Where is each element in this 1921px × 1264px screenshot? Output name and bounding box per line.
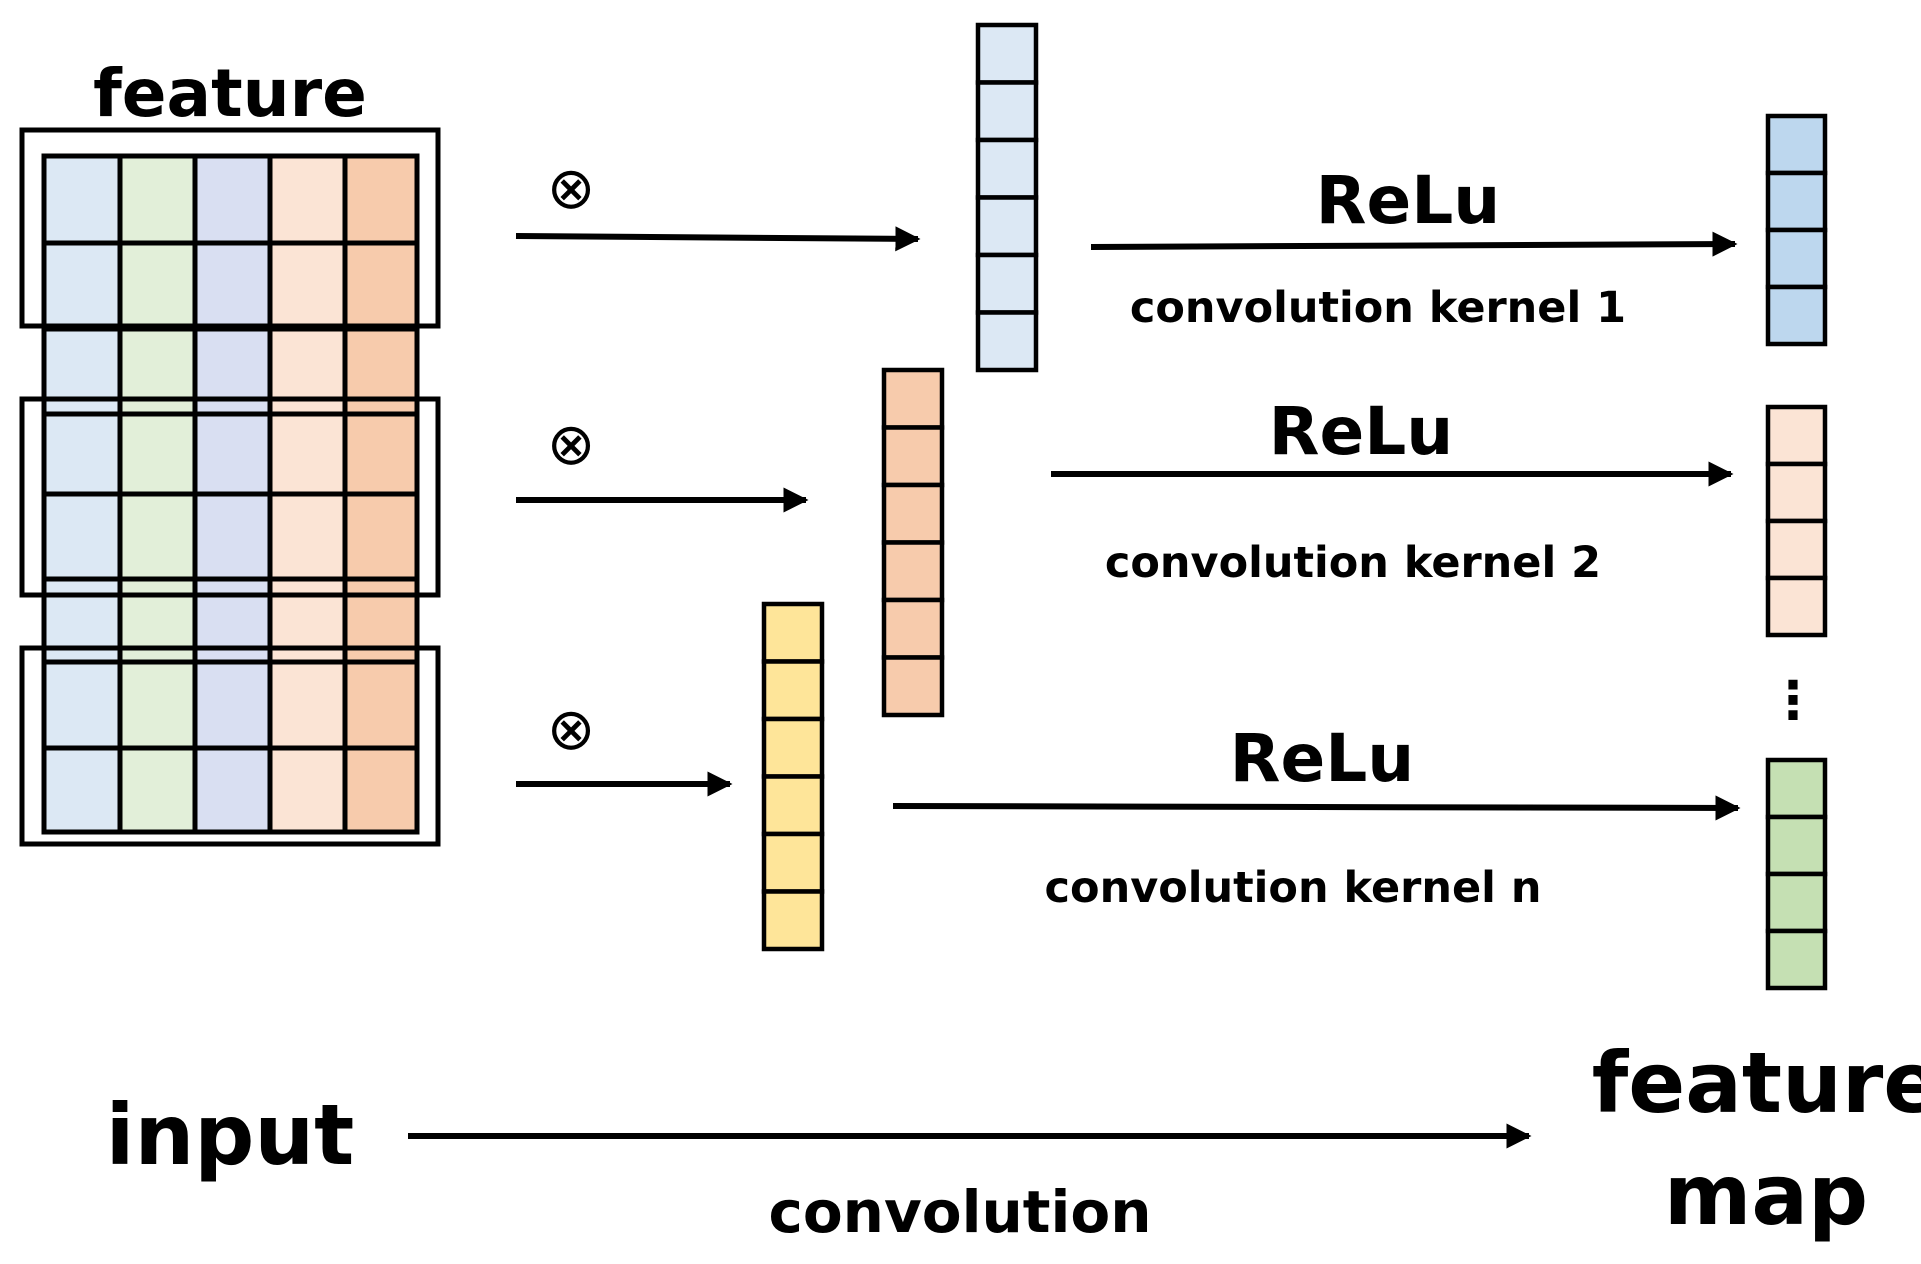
kernel-2-cell [881, 482, 945, 545]
feature-map-vector-2 [1765, 404, 1828, 638]
kernel-vector-1 [975, 22, 1039, 373]
matrix-cell [41, 153, 123, 246]
kernel-vector-n [761, 601, 825, 952]
feature-map-1-cell [1765, 113, 1828, 176]
kernel-label-1: convolution kernel 1 [1130, 283, 1626, 333]
matrix-cell [117, 411, 198, 497]
ellipsis-more-kernels: ⋮ [1767, 671, 1819, 731]
kernel-label-n: convolution kernel n [1045, 863, 1542, 913]
matrix-cell [267, 240, 348, 332]
matrix-cell [41, 491, 123, 582]
kernel-1-cell [975, 252, 1039, 315]
matrix-cell [342, 491, 420, 582]
kernel-n-cell [761, 774, 825, 837]
output-label-line2: map [1664, 1146, 1868, 1244]
kernel-vector-2 [881, 367, 945, 718]
relu-label-2: ReLu [1269, 393, 1454, 470]
feature-map-vector-1 [1765, 113, 1828, 347]
convolution-operator-1: ⊗ [547, 154, 596, 222]
kernel-n-cell [761, 716, 825, 779]
matrix-cell [267, 153, 348, 246]
matrix-cell [342, 745, 420, 835]
matrix-cell [267, 659, 348, 751]
input-feature-matrix [41, 153, 420, 835]
window-frame-2 [19, 396, 441, 598]
matrix-cell [342, 411, 420, 497]
kernel-1-cell [975, 22, 1039, 85]
relu-label-n: ReLu [1230, 720, 1415, 797]
feature-map-n-cell [1765, 928, 1828, 991]
kernel-n-cell [761, 659, 825, 722]
matrix-cell [342, 240, 420, 332]
feature-map-1-cell [1765, 170, 1828, 233]
matrix-cell [192, 153, 273, 246]
feature-map-2-cell [1765, 461, 1828, 524]
feature-map-1-cell [1765, 284, 1828, 347]
matrix-cell [117, 240, 198, 332]
matrix-cell [342, 153, 420, 246]
convolution-operator-3: ⊗ [547, 695, 596, 763]
arrow-window-to-kernel-1 [515, 226, 921, 252]
kernel-1-cell [975, 195, 1039, 258]
kernel-2-cell [881, 655, 945, 718]
matrix-cell [41, 659, 123, 751]
output-label-line1: feature [1592, 1034, 1921, 1132]
kernel-n-cell [761, 889, 825, 952]
relu-label-1: ReLu [1316, 162, 1501, 239]
matrix-cell [117, 491, 198, 582]
matrix-cell [117, 153, 198, 246]
matrix-cell [267, 411, 348, 497]
feature-map-n-cell [1765, 814, 1828, 877]
matrix-cell [41, 411, 123, 497]
matrix-cell [41, 745, 123, 835]
feature-map-1-cell [1765, 227, 1828, 290]
input-label: input [106, 1086, 355, 1184]
matrix-cell [41, 240, 123, 332]
feature-map-vector-n [1765, 757, 1828, 991]
kernel-label-2: convolution kernel 2 [1105, 538, 1601, 588]
kernel-n-cell [761, 601, 825, 664]
convolution-operator-2: ⊗ [547, 410, 596, 478]
matrix-cell [117, 745, 198, 835]
feature-map-2-cell [1765, 518, 1828, 581]
matrix-cell [117, 659, 198, 751]
feature-map-n-cell [1765, 757, 1828, 820]
kernel-n-cell [761, 831, 825, 894]
convolution-label: convolution [768, 1178, 1151, 1246]
kernel-2-cell [881, 540, 945, 603]
matrix-cell [192, 240, 273, 332]
kernel-2-cell [881, 367, 945, 430]
kernel-2-cell [881, 425, 945, 488]
matrix-cell [192, 411, 273, 497]
feature-map-n-cell [1765, 871, 1828, 934]
matrix-cell [342, 659, 420, 751]
kernel-1-cell [975, 310, 1039, 373]
window-frame-1 [19, 127, 441, 329]
matrix-cell [192, 659, 273, 751]
matrix-cell [192, 491, 273, 582]
kernel-1-cell [975, 80, 1039, 143]
arrow-relu-n [892, 795, 1741, 821]
kernel-1-cell [975, 137, 1039, 200]
kernel-2-cell [881, 597, 945, 660]
feature-map-2-cell [1765, 575, 1828, 638]
feature-map-2-cell [1765, 404, 1828, 467]
arrow-relu-1 [1090, 231, 1738, 257]
matrix-cell [267, 491, 348, 582]
window-frame-3 [19, 645, 441, 847]
matrix-cell [192, 745, 273, 835]
matrix-cell [267, 745, 348, 835]
input-matrix-title: feature [93, 55, 367, 132]
